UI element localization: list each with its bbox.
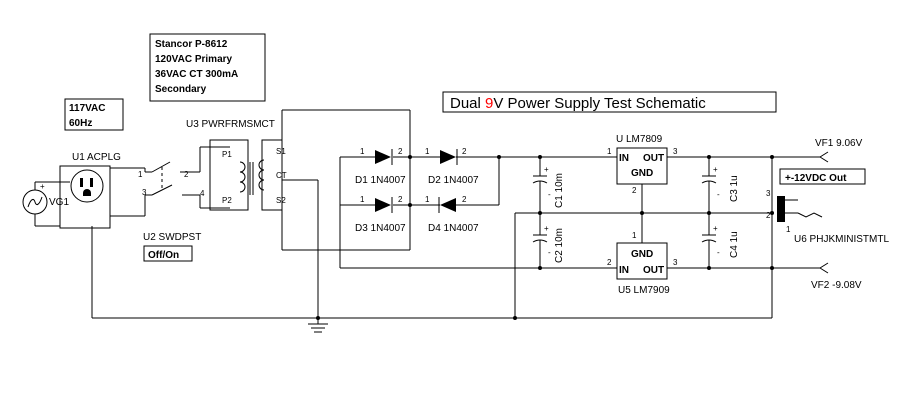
svg-text:D4 1N4007: D4 1N4007	[428, 223, 479, 234]
svg-text:C1 10m: C1 10m	[554, 173, 565, 208]
svg-text:3: 3	[142, 188, 147, 197]
transformer-u3: U3 PWRFRMSMCT P1 P2 S1 CT S2	[186, 109, 410, 318]
svg-text:P1: P1	[222, 150, 232, 159]
svg-text:3: 3	[673, 147, 678, 156]
svg-text:U3 PWRFRMSMCT: U3 PWRFRMSMCT	[186, 119, 275, 130]
diode-d1: 1 2 D1 1N4007	[355, 147, 406, 186]
svg-text:IN: IN	[619, 265, 629, 276]
svg-text:D3 1N4007: D3 1N4007	[355, 223, 406, 234]
svg-text:2: 2	[398, 195, 403, 204]
svg-text:60Hz: 60Hz	[69, 118, 92, 129]
svg-text:OUT: OUT	[643, 265, 664, 276]
svg-text:U5 LM7909: U5 LM7909	[618, 285, 670, 296]
svg-text:S2: S2	[276, 196, 286, 205]
svg-text:IN: IN	[619, 153, 629, 164]
svg-text:1: 1	[607, 147, 612, 156]
diode-d4: 1 2 D4 1N4007	[425, 195, 479, 234]
svg-text:-: -	[717, 190, 720, 199]
capacitor-c4: + - C4 1u	[701, 213, 740, 268]
svg-text:+: +	[40, 182, 45, 191]
transformer-note: Stancor P-8612 120VAC Primary 36VAC CT 3…	[149, 33, 266, 102]
svg-text:4: 4	[200, 189, 205, 198]
dpst-switch-u2: 1 3 2 4 U2 SWDPST	[138, 147, 205, 243]
switch-state-note: Off/On	[143, 245, 193, 262]
capacitor-c2: + - C2 10m	[532, 213, 565, 268]
diode-bridge	[339, 110, 501, 268]
svg-text:U2 SWDPST: U2 SWDPST	[143, 232, 201, 243]
svg-text:GND: GND	[631, 168, 653, 179]
diode-d3: 1 2 D3 1N4007	[355, 195, 406, 234]
ac-source-vg1: + VG1	[22, 181, 69, 227]
svg-text:2: 2	[607, 258, 612, 267]
svg-text:3: 3	[673, 258, 678, 267]
svg-text:36VAC CT 300mA: 36VAC CT 300mA	[155, 69, 238, 80]
svg-text:1: 1	[360, 195, 365, 204]
svg-text:-: -	[548, 190, 551, 199]
svg-text:+: +	[544, 165, 549, 174]
svg-text:C4 1u: C4 1u	[729, 231, 740, 258]
svg-text:2: 2	[632, 186, 637, 195]
svg-text:1: 1	[786, 225, 791, 234]
svg-text:2: 2	[766, 211, 771, 220]
svg-text:CT: CT	[276, 171, 287, 180]
svg-text:D1 1N4007: D1 1N4007	[355, 175, 406, 186]
svg-text:C2 10m: C2 10m	[554, 228, 565, 263]
mini-jack-u6: 3 2 1 U6 PHJKMINISTMTL	[766, 189, 889, 245]
svg-text:D2 1N4007: D2 1N4007	[428, 175, 479, 186]
svg-text:2: 2	[398, 147, 403, 156]
capacitor-c1: + - C1 10m	[532, 157, 565, 213]
ground-symbol	[308, 318, 328, 333]
ac-source-note: 117VAC 60Hz	[64, 98, 124, 131]
schematic-title: Dual 9V Power Supply Test Schematic	[442, 91, 777, 113]
svg-text:2: 2	[462, 195, 467, 204]
svg-text:C3 1u: C3 1u	[729, 175, 740, 202]
svg-text:1: 1	[360, 147, 365, 156]
svg-text:VG1: VG1	[49, 197, 69, 208]
svg-text:1: 1	[632, 231, 637, 240]
regulator-lm7809: U LM7809 IN OUT GND 1 3 2	[607, 134, 678, 213]
svg-text:+: +	[713, 224, 718, 233]
svg-text:-: -	[717, 248, 720, 257]
svg-text:117VAC: 117VAC	[69, 103, 106, 114]
capacitor-c3: + - C3 1u	[701, 157, 740, 213]
svg-text:Secondary: Secondary	[155, 84, 207, 95]
diode-d2: 1 2 D2 1N4007	[425, 147, 479, 186]
svg-text:1: 1	[138, 170, 143, 179]
svg-text:U6 PHJKMINISTMTL: U6 PHJKMINISTMTL	[794, 234, 889, 245]
ac-plug-u1: U1 ACPLG	[59, 152, 145, 229]
output-note: +-12VDC Out	[779, 168, 866, 185]
svg-text:Off/On: Off/On	[148, 250, 179, 261]
svg-text:P2: P2	[222, 196, 232, 205]
svg-text:1: 1	[425, 195, 430, 204]
svg-text:+-12VDC Out: +-12VDC Out	[785, 173, 847, 184]
svg-text:S1: S1	[276, 147, 286, 156]
svg-text:OUT: OUT	[643, 153, 664, 164]
svg-text:120VAC Primary: 120VAC Primary	[155, 54, 233, 65]
regulator-lm7909: GND IN OUT 2 3 1 U5 LM7909	[607, 213, 678, 296]
rails	[91, 155, 820, 320]
test-probe-vf2: VF2 -9.08V	[811, 262, 862, 291]
svg-text:GND: GND	[631, 249, 653, 260]
svg-text:VF1 9.06V: VF1 9.06V	[815, 138, 863, 149]
svg-text:1: 1	[425, 147, 430, 156]
svg-text:-: -	[548, 248, 551, 257]
test-probe-vf1: VF1 9.06V	[815, 138, 863, 163]
svg-text:U1 ACPLG: U1 ACPLG	[72, 152, 121, 163]
svg-text:2: 2	[462, 147, 467, 156]
svg-text:2: 2	[184, 170, 189, 179]
svg-text:Stancor P-8612: Stancor P-8612	[155, 39, 228, 50]
svg-text:U LM7809: U LM7809	[616, 134, 663, 145]
svg-text:+: +	[713, 165, 718, 174]
svg-text:+: +	[544, 224, 549, 233]
svg-text:VF2 -9.08V: VF2 -9.08V	[811, 280, 862, 291]
svg-text:Dual 9V Power Supply Test Sche: Dual 9V Power Supply Test Schematic	[450, 95, 706, 112]
svg-text:3: 3	[766, 189, 771, 198]
